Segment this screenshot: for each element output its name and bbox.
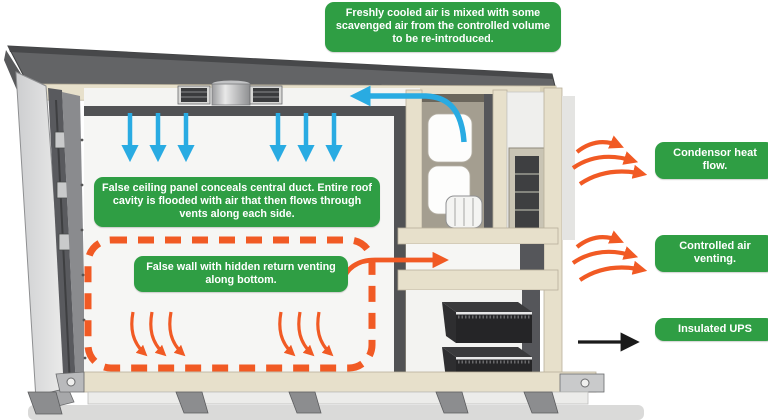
false-ceiling-panel: [84, 106, 420, 116]
condensor-heat-arrows: [571, 135, 648, 186]
heat-wavy-arrow: [571, 151, 639, 170]
callout-false-ceiling: False ceiling panel conceals central duc…: [94, 177, 380, 227]
heat-wavy-arrow: [578, 164, 648, 186]
compressor: [445, 195, 483, 229]
base-frame: [27, 371, 605, 415]
false-wall-outline: [84, 236, 376, 372]
roof-cavity-duct: [84, 80, 420, 106]
ceiling-supply-arrows: [121, 113, 343, 163]
ups-box-1: [442, 302, 532, 343]
return-down-arrow: [297, 311, 315, 357]
callout-condensor-heat: Condensor heat flow.: [655, 142, 768, 179]
feet: [27, 391, 559, 415]
cooled-air-duct-arrow: [349, 85, 467, 143]
return-down-arrow: [278, 311, 296, 357]
callout-cooled-air-mix: Freshly cooled air is mixed with some sc…: [325, 2, 561, 52]
callout-air-venting: Controlled air venting.: [655, 235, 768, 272]
louver-vent-right: [249, 85, 283, 105]
ups-compartment: [406, 290, 540, 385]
central-duct-fan: [211, 80, 251, 106]
vent-wavy-arrow: [578, 260, 648, 282]
condensor-vent: [508, 147, 546, 235]
return-down-arrow: [168, 311, 186, 357]
wall-return-arrows: [130, 311, 334, 357]
return-down-arrow: [149, 311, 167, 357]
right-outer-panel: [562, 96, 575, 240]
return-air-channel: [397, 227, 559, 291]
vent-wavy-arrow: [575, 230, 624, 249]
air-venting-arrows: [571, 230, 648, 282]
louver-vent-left: [177, 85, 211, 105]
divider-wall: [484, 94, 493, 236]
heat-wavy-arrow: [575, 135, 624, 154]
hinge: [58, 233, 71, 251]
return-down-arrow: [130, 311, 148, 357]
left-door: [15, 71, 86, 401]
callout-false-wall: False wall with hidden return venting al…: [134, 256, 348, 293]
return-down-arrow: [316, 311, 334, 357]
cooling-unit-compartment: [422, 94, 484, 236]
callout-insulated-ups: Insulated UPS: [655, 318, 768, 342]
vent-wavy-arrow: [571, 246, 639, 265]
